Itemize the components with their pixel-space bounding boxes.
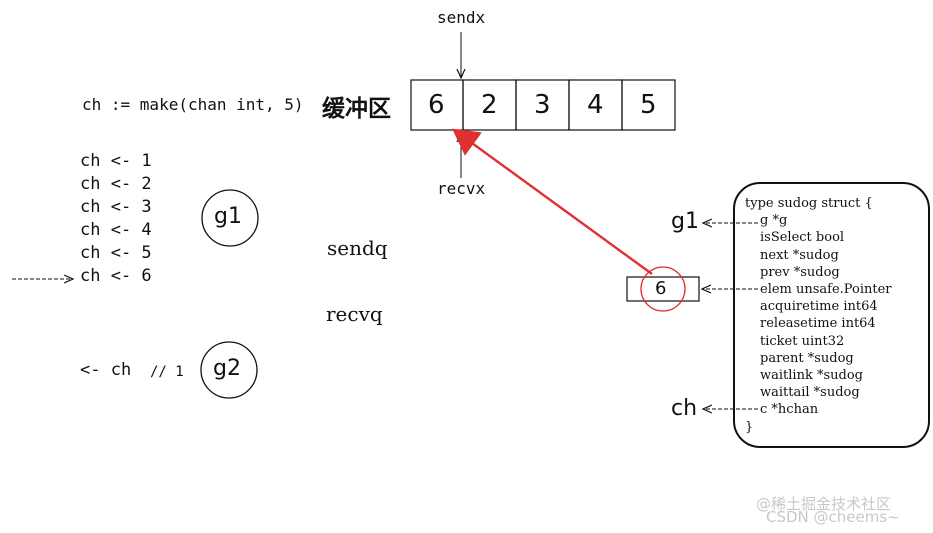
g1-circle	[201, 189, 259, 247]
elem-value-box	[626, 276, 700, 302]
sudog-field: prev *sudog	[760, 264, 840, 280]
elem-copy-arrow	[452, 128, 653, 275]
recvq-label: recvq	[326, 302, 383, 326]
sudog-field: g *g	[760, 213, 788, 229]
sudog-header: type sudog struct {	[745, 196, 873, 211]
buffer-value-4: 5	[640, 90, 657, 120]
elem-highlight-circle	[640, 266, 686, 312]
send-line: ch <- 4	[80, 220, 152, 240]
send-line: ch <- 6	[80, 266, 152, 286]
send-line: ch <- 5	[80, 243, 152, 263]
make-statement: ch := make(chan int, 5)	[82, 95, 304, 114]
sudog-footer: }	[745, 419, 754, 435]
recvx-label: recvx	[437, 179, 486, 198]
watermark-juejin: @稀土掘金技术社区	[756, 495, 892, 513]
buffer-cell-4	[621, 79, 676, 131]
sudog-field: waittail *sudog	[760, 385, 860, 401]
buffer-value-1: 2	[481, 90, 498, 120]
recv-comment: // 1	[150, 364, 184, 380]
sudog-field: ticket uint32	[760, 333, 845, 349]
buffer-value-0: 6	[428, 90, 445, 120]
watermark-csdn: CSDN @cheems~	[766, 508, 900, 526]
sudog-field: isSelect bool	[760, 230, 845, 246]
buffer-value-3: 4	[587, 90, 604, 120]
send-lines: ch <- 1 ch <- 2 ch <- 3 ch <- 4 ch <- 5 …	[80, 150, 152, 288]
buffer-cells	[410, 79, 676, 131]
sudog-field: waitlink *sudog	[760, 368, 863, 384]
sudog-field: next *sudog	[760, 247, 839, 263]
send-line: ch <- 2	[80, 174, 152, 194]
elem-value: 6	[655, 278, 667, 299]
sendx-label: sendx	[437, 8, 486, 27]
sendq-label: sendq	[327, 236, 388, 260]
sudog-field: parent *sudog	[760, 350, 854, 366]
sudog-struct: type sudog struct { g *g isSelect bool n…	[745, 195, 892, 436]
g2-label: g2	[213, 356, 241, 381]
sudog-field: elem unsafe.Pointer	[760, 282, 892, 298]
recv-line: <- ch	[80, 360, 132, 380]
buffer-title: 缓冲区	[322, 95, 391, 122]
g2-circle	[200, 341, 258, 399]
g1-label: g1	[214, 204, 242, 229]
send-line: ch <- 1	[80, 151, 152, 171]
sudog-field: c *hchan	[760, 402, 819, 418]
sudog-field: acquiretime int64	[760, 299, 878, 315]
sudog-ch-target: ch	[671, 396, 698, 421]
sudog-field: releasetime int64	[760, 316, 876, 332]
sudog-fields: g *g isSelect bool next *sudog prev *sud…	[745, 212, 892, 418]
sudog-g-target: g1	[671, 209, 699, 234]
send-line: ch <- 3	[80, 197, 152, 217]
buffer-value-2: 3	[534, 90, 551, 120]
sudog-struct-box	[733, 182, 930, 448]
